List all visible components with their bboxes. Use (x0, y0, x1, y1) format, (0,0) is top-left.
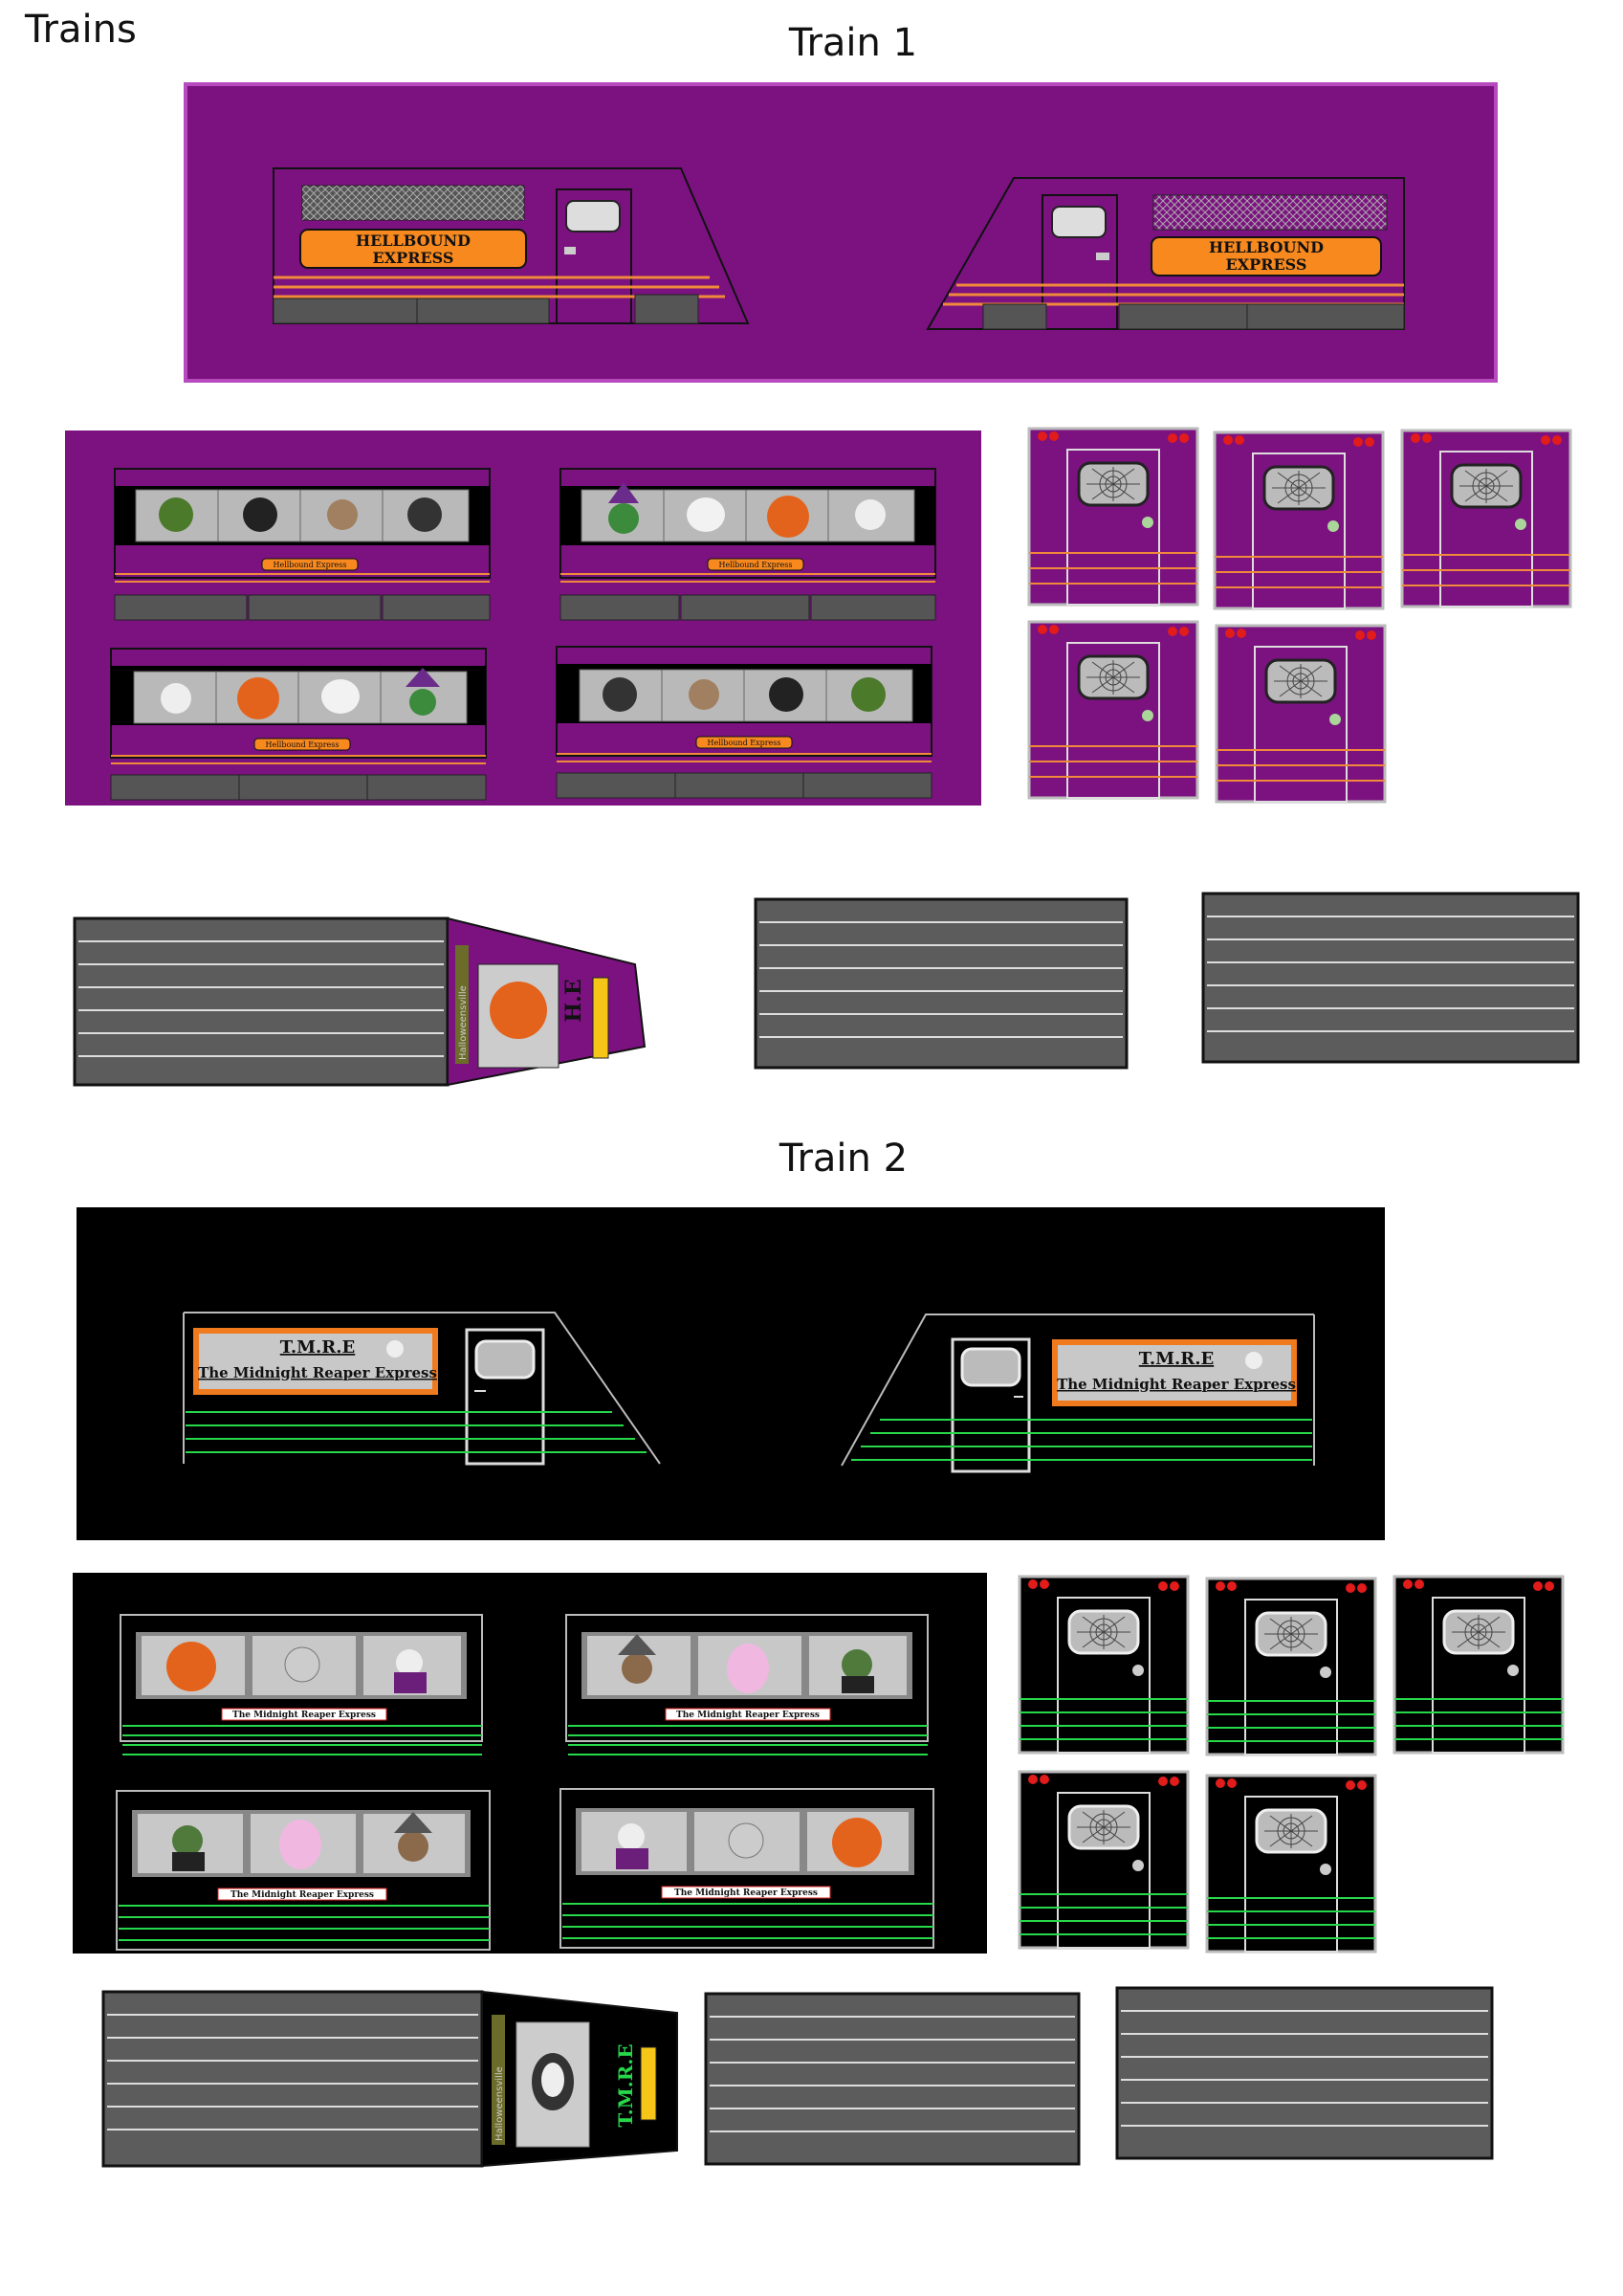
page-title: Trains (25, 8, 137, 52)
train2-car-top-left: The Midnight Reaper Express (120, 1614, 483, 1755)
train1-car-bottom-left: Hellbound Express (110, 648, 487, 801)
train1-door-5 (1215, 624, 1387, 804)
train1-roof-front: Halloweensville H.E (73, 916, 647, 1087)
train2-heading: Train 2 (779, 1137, 909, 1181)
train1-roof-initials: H.E (561, 979, 586, 1022)
train2-roof-rear (1115, 1986, 1494, 2160)
train2-car-top-right: The Midnight Reaper Express (565, 1614, 929, 1755)
svg-text:The Midnight Reaper Express: The Midnight Reaper Express (676, 1711, 820, 1720)
train1-door-3 (1400, 429, 1572, 608)
train1-door-4 (1027, 620, 1199, 800)
train1-car-top-left: Hellbound Express (114, 468, 491, 621)
train2-right-sign-line2: The Midnight Reaper Express (1057, 1376, 1296, 1393)
svg-text:Hellbound Express: Hellbound Express (719, 561, 793, 569)
train2-roof-middle (704, 1992, 1081, 2166)
train1-right-sign-line2: EXPRESS (1226, 255, 1307, 274)
train2-door-3 (1393, 1575, 1565, 1755)
svg-text:The Midnight Reaper Express: The Midnight Reaper Express (674, 1888, 818, 1898)
train2-car-bottom-right: The Midnight Reaper Express (559, 1788, 934, 1949)
svg-text:Hellbound Express: Hellbound Express (266, 740, 340, 749)
train2-roof-side-text: Halloweensville (494, 2066, 505, 2141)
svg-text:Hellbound Express: Hellbound Express (708, 739, 781, 747)
train1-door-2 (1213, 430, 1385, 610)
train1-left-end-car: HELLBOUND EXPRESS (273, 167, 750, 324)
train2-door-5 (1205, 1774, 1377, 1954)
train2-roof-front: Halloweensville T.M.R.E (101, 1990, 678, 2168)
train1-right-end-car: HELLBOUND EXPRESS (926, 177, 1405, 330)
train1-roof-middle (754, 897, 1129, 1070)
train2-left-sign-line2: The Midnight Reaper Express (198, 1364, 437, 1381)
train2-left-sign-line1: T.M.R.E (280, 1337, 355, 1358)
svg-text:The Midnight Reaper Express: The Midnight Reaper Express (230, 1890, 374, 1900)
train1-right-sign-line1: HELLBOUND (1209, 238, 1324, 256)
train2-door-1 (1018, 1575, 1190, 1755)
train2-roof-initials: T.M.R.E (614, 2043, 637, 2127)
train1-car-bottom-right: Hellbound Express (556, 646, 932, 799)
train1-car-top-right: Hellbound Express (559, 468, 936, 621)
train1-roof-side-text: Halloweensville (458, 985, 469, 1060)
train2-door-2 (1205, 1577, 1377, 1756)
train2-car-sign: The Midnight Reaper Express (232, 1711, 376, 1720)
train2-side-panel: T.M.R.E The Midnight Reaper Express T.M.… (77, 1207, 1385, 1540)
train1-doors-sheet (1027, 427, 1572, 804)
train2-right-end-car: T.M.R.E The Midnight Reaper Express (841, 1314, 1315, 1473)
train1-left-sign-line1: HELLBOUND (356, 232, 471, 250)
train1-car-sign: Hellbound Express (274, 561, 347, 569)
train1-side-panel: HELLBOUND EXPRESS HELLBOUND EXPRESS (184, 82, 1498, 383)
train2-door-4 (1018, 1770, 1190, 1950)
train2-middle-cars-sheet: The Midnight Reaper Express The Midnight… (73, 1573, 987, 1954)
train2-doors-sheet (1018, 1575, 1565, 1954)
train2-left-end-car: T.M.R.E The Midnight Reaper Express (183, 1312, 661, 1466)
train1-heading: Train 1 (788, 21, 918, 65)
train1-door-1 (1027, 427, 1199, 607)
train2-right-sign-line1: T.M.R.E (1139, 1349, 1214, 1369)
train1-middle-cars-sheet: Hellbound Express Hellbound Express Hell… (65, 430, 981, 806)
train2-car-bottom-left: The Midnight Reaper Express (116, 1790, 491, 1951)
train1-left-sign-line2: EXPRESS (373, 249, 454, 267)
train1-roof-rear (1201, 892, 1580, 1064)
